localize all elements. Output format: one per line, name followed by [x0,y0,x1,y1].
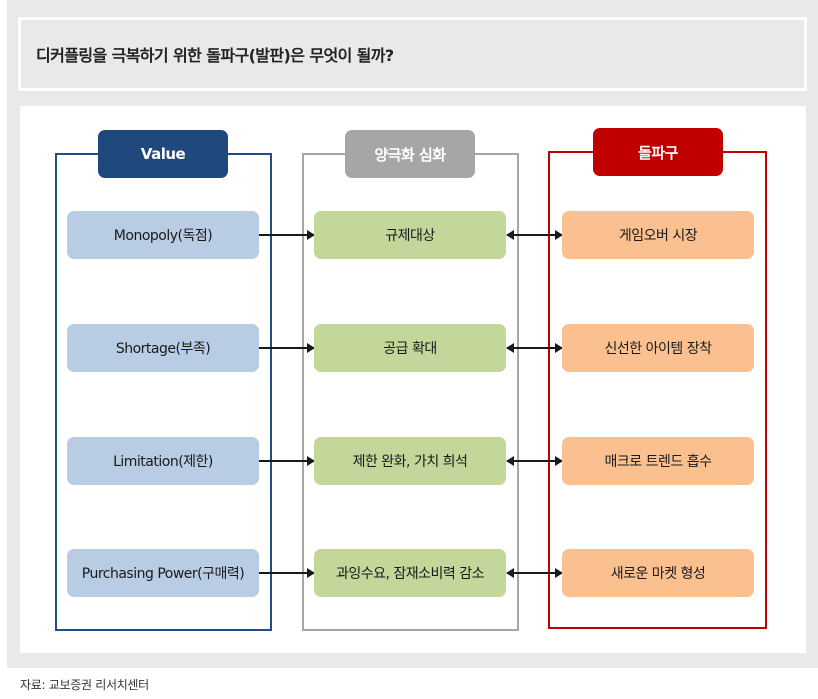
arrow-right-icon [259,230,315,240]
double-arrow-icon [506,343,563,353]
polarization-item-relaxation: 제한 완화, 가치 희석 [314,437,506,485]
breakthrough-item-fresh-item: 신선한 아이템 장착 [562,324,754,372]
polarization-item-excess-demand: 과잉수요, 잠재소비력 감소 [314,549,506,597]
breakthrough-header: 돌파구 [593,128,723,176]
polarization-item-regulation: 규제대상 [314,211,506,259]
breakthrough-item-macro-trend: 매크로 트렌드 흡수 [562,437,754,485]
value-item-monopoly: Monopoly(독점) [67,211,259,259]
double-arrow-icon [506,456,563,466]
polarization-item-supply: 공급 확대 [314,324,506,372]
value-header: Value [98,130,228,178]
breakthrough-item-new-market: 새로운 마켓 형성 [562,549,754,597]
double-arrow-icon [506,568,563,578]
arrow-right-icon [259,343,315,353]
double-arrow-icon [506,230,563,240]
arrow-right-icon [259,456,315,466]
page-title: 디커플링을 극복하기 위한 돌파구(발판)은 무엇이 될까? [36,46,394,65]
breakthrough-item-gameover: 게임오버 시장 [562,211,754,259]
polarization-header: 양극화 심화 [345,130,475,178]
title-banner: 디커플링을 극복하기 위한 돌파구(발판)은 무엇이 될까? [18,17,807,91]
arrow-right-icon [259,568,315,578]
value-item-shortage: Shortage(부족) [67,324,259,372]
value-item-limitation: Limitation(제한) [67,437,259,485]
value-item-purchasing-power: Purchasing Power(구매력) [67,549,259,597]
source-caption: 자료: 교보증권 리서치센터 [20,678,149,692]
